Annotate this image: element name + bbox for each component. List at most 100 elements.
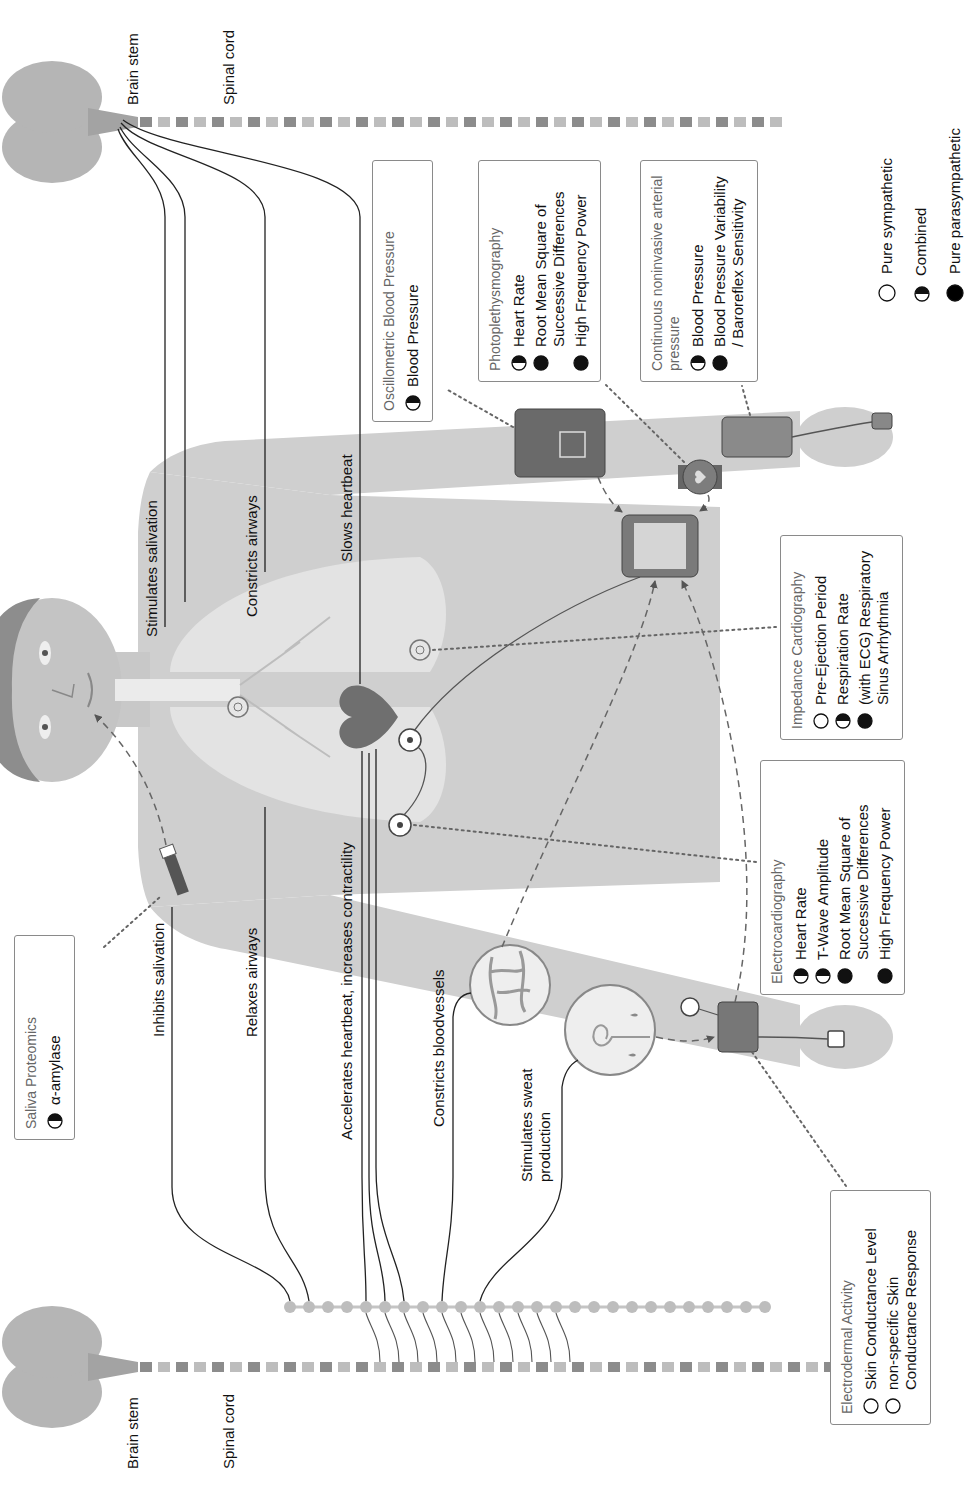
measure-name: Skin Conductance Level: [862, 1228, 880, 1390]
chain-branch: [480, 1313, 494, 1362]
spinal-segment: [554, 1362, 566, 1372]
legend-text: Pure parasympathetic: [946, 128, 964, 274]
spinal-segment: [194, 1362, 206, 1372]
spinal-segment: [374, 117, 386, 127]
electrode: [234, 703, 242, 711]
spinal-segment: [248, 1362, 260, 1372]
sweat-inset: [565, 985, 655, 1075]
dotted-leader: [446, 389, 513, 427]
measure-name: Root Mean Square of Successive Differenc…: [836, 771, 872, 960]
measure-name: Heart Rate: [792, 887, 810, 960]
measure-name: T-Wave Amplitude: [814, 839, 832, 960]
chain-branch: [461, 1313, 475, 1362]
symbol-half: [691, 356, 705, 363]
electrode: [399, 729, 421, 751]
measure-row: Blood Pressure: [689, 171, 707, 371]
nervous-system-symbol: [815, 968, 831, 984]
cnap-device: [722, 417, 792, 457]
spinal-segment: [392, 1362, 404, 1372]
measure-row: Heart Rate: [792, 771, 810, 984]
signal-arrow: [656, 1037, 714, 1041]
trachea: [115, 679, 240, 701]
spinal-segment: [248, 117, 260, 127]
spinal-segment: [446, 117, 458, 127]
spinal-segment: [752, 1362, 764, 1372]
signal-arrow: [700, 495, 709, 511]
spinal-segment: [698, 117, 710, 127]
spinal-segment: [500, 117, 512, 127]
electrode: [397, 822, 403, 828]
symbol-half: [816, 969, 830, 976]
electrode: [416, 646, 424, 654]
ganglion: [626, 1301, 638, 1313]
legend-swatch: [878, 284, 896, 302]
spinal-segment: [734, 1362, 746, 1372]
chain-branch: [518, 1313, 532, 1362]
ganglion: [417, 1301, 429, 1313]
spinal-segment: [608, 1362, 620, 1372]
legend-row: Pure parasympathetic: [946, 128, 964, 302]
measure-row: High Frequency Power: [572, 171, 590, 371]
symbol-half: [512, 356, 526, 363]
nose: [52, 684, 74, 697]
spinal-segment: [662, 117, 674, 127]
ganglion: [455, 1301, 467, 1313]
eye: [39, 641, 51, 665]
chain-branch: [385, 1313, 399, 1362]
symbol-circle: [574, 356, 588, 370]
spinal-segment: [680, 1362, 692, 1372]
nervous-system-symbol: [690, 355, 706, 371]
electrode-wire: [404, 577, 640, 815]
nervous-system-symbol: [533, 355, 549, 371]
dotted-leader: [606, 385, 684, 462]
measure-row: High Frequency Power: [876, 771, 894, 984]
chain-branch: [423, 1313, 437, 1362]
brain: [2, 61, 102, 133]
nerve-line: [123, 120, 360, 684]
symbol-circle: [794, 969, 808, 983]
ganglion: [531, 1301, 543, 1313]
spinal-segment: [140, 117, 152, 127]
legend-symbol: [914, 286, 930, 302]
ganglion: [379, 1301, 391, 1313]
measure-row: Pre-Ejection Period: [812, 546, 830, 729]
spinal-segment: [662, 1362, 674, 1372]
symbol-half: [48, 1114, 62, 1121]
finger-cuff: [872, 413, 892, 429]
recorder: [622, 515, 698, 577]
spinal-segment: [212, 1362, 224, 1372]
spinal-segment: [680, 117, 692, 127]
bloodvessel-inset: [470, 945, 550, 1025]
right-arm: [150, 411, 800, 495]
nervous-system-symbol: [793, 968, 809, 984]
spinal-segment: [176, 117, 188, 127]
measure-name: Root Mean Square of Successive Differenc…: [532, 171, 568, 347]
head: [0, 598, 122, 782]
spinal-segment: [410, 1362, 422, 1372]
nervous-system-symbol: [47, 1113, 63, 1129]
chain-branch: [499, 1313, 513, 1362]
spinal-segment: [482, 117, 494, 127]
spinal-segment: [770, 117, 782, 127]
legend-row: Pure sympathetic: [878, 158, 896, 302]
signal-arrow: [95, 715, 166, 845]
spinal-segment: [374, 1362, 386, 1372]
measure-name: Blood Pressure Variability / Baroreflex …: [711, 171, 747, 347]
saliva-tube-cap: [160, 844, 177, 858]
box-heading: Saliva Proteomics: [23, 946, 40, 1129]
measure-row: Heart Rate: [510, 171, 528, 371]
measure-row: α-amylase: [46, 946, 64, 1129]
annotation-label: Slows heartbeat: [338, 454, 356, 562]
legend-swatch-circle: [879, 285, 895, 301]
spinal-segment: [734, 117, 746, 127]
sweat-drop: [628, 1014, 638, 1057]
electrode: [410, 640, 430, 660]
spinal-segment: [716, 117, 728, 127]
ganglion: [512, 1301, 524, 1313]
measure-box: ElectrocardiographyHeart RateT-Wave Ampl…: [760, 760, 905, 995]
nervous-system-symbol: [573, 355, 589, 371]
measure-box: Oscillometric Blood PressureBlood Pressu…: [372, 160, 433, 422]
eda-device: [718, 1002, 758, 1052]
